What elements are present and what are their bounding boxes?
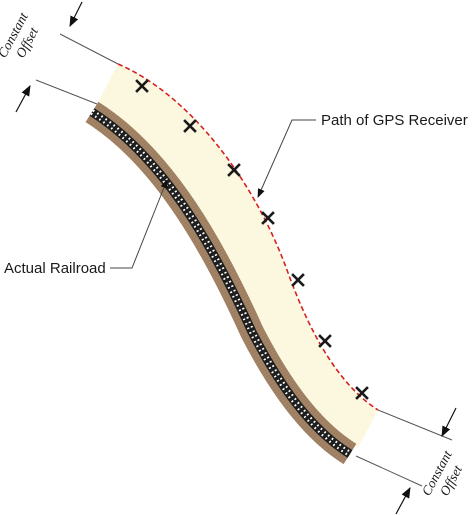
gps-marker: [355, 386, 369, 400]
offset-label-top: Constant Offset: [0, 9, 42, 60]
offset-arrow-top-upper: [69, 1, 83, 27]
gps-markers: [135, 79, 369, 400]
offset-extension-line-top-inner: [35, 79, 98, 105]
railroad-leader: [110, 179, 168, 269]
gps-marker: [318, 334, 332, 348]
offset-band: [97, 64, 378, 448]
gps-marker: [135, 79, 149, 93]
gps-marker: [261, 211, 275, 225]
offset-extension-line-bottom-outer: [377, 409, 453, 441]
offset-label-bottom: Constant Offset: [419, 447, 466, 498]
rail-center: [91, 111, 351, 455]
gps-path-line: [117, 63, 379, 411]
offset-arrow-bottom-lower: [395, 487, 411, 515]
gps-marker: [291, 273, 305, 287]
gps-path-leader: [257, 119, 316, 198]
offset-arrow-bottom-upper: [441, 407, 457, 437]
gps-marker: [183, 119, 197, 133]
gps-path-label: Path of GPS Receiver: [321, 112, 468, 129]
railroad-label: Actual Railroad: [4, 260, 106, 277]
offset-extension-line-top-outer: [59, 33, 119, 65]
offset-arrow-top-lower: [15, 85, 31, 113]
gps-marker: [227, 163, 241, 177]
offset-extension-line-bottom-inner: [355, 455, 423, 487]
